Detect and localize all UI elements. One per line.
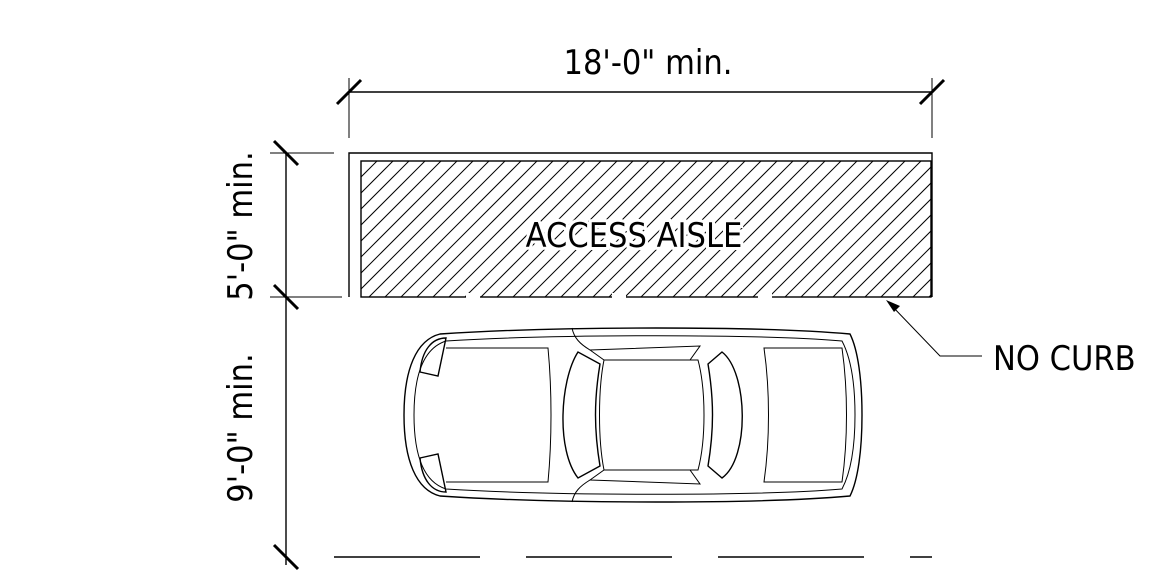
mirror-bottom: [571, 479, 591, 503]
hatch-line: [592, 161, 730, 297]
hatch-line: [361, 161, 394, 194]
headlight-top: [419, 337, 447, 377]
hatch-line: [416, 161, 554, 297]
hatch-line: [361, 161, 410, 210]
aisle-outline: [348, 152, 933, 297]
aisle-hatch-border: [360, 160, 932, 298]
hatch-line: [361, 161, 474, 274]
hatch-line: [704, 161, 842, 297]
side-window-top: [588, 345, 701, 361]
side-window-bottom: [588, 469, 701, 485]
hatch-line: [720, 161, 858, 297]
hatch-line: [361, 161, 458, 258]
hatch-line: [560, 161, 698, 297]
hatch-line: [896, 262, 931, 297]
hatch-line: [624, 161, 762, 297]
car-roof: [599, 359, 705, 471]
hatch-line: [800, 166, 931, 297]
hatch-line: [544, 161, 682, 297]
aisle-width-label: 5'-0" min.: [221, 151, 261, 301]
hatch-line: [880, 246, 931, 297]
aisle-tick-middle: [272, 283, 300, 311]
hatch-line: [640, 161, 778, 297]
hatch-line: [928, 294, 931, 297]
hatch-line: [361, 161, 378, 178]
no-curb-arrowhead: [886, 300, 900, 312]
hatch-line: [816, 182, 931, 297]
hatch-line: [512, 161, 650, 297]
hatch-line: [496, 161, 634, 297]
hatch-line: [688, 161, 826, 297]
hatch-line: [832, 198, 931, 297]
hatch-line: [656, 161, 794, 297]
car-trunk: [763, 347, 847, 483]
width-dimensions: 5'-0" min. 9'-0" min.: [221, 139, 342, 571]
hatch-lines: [361, 161, 931, 297]
space-tick-bottom: [272, 543, 300, 571]
headlight-bottom: [419, 453, 447, 493]
length-dimension: 18'-0" min.: [335, 43, 946, 138]
hatch-line: [848, 214, 931, 297]
hatch-line: [432, 161, 570, 297]
hatch-line: [480, 161, 618, 297]
length-label: 18'-0" min.: [564, 43, 733, 83]
hatch-line: [361, 161, 442, 242]
hatch-line: [576, 161, 714, 297]
car-rear-window: [707, 351, 743, 479]
hatch-line: [384, 161, 522, 297]
hatch-line: [768, 161, 906, 297]
car-windshield: [562, 351, 601, 479]
aisle-hatching: [361, 161, 931, 297]
hatch-line: [361, 161, 490, 290]
hatch-line: [400, 161, 538, 297]
length-tick-right: [918, 78, 946, 106]
hatch-line: [672, 161, 810, 297]
car-body: [403, 327, 863, 503]
length-tick-left: [335, 78, 363, 106]
hatch-line: [608, 161, 746, 297]
car-body-inner: [413, 335, 856, 495]
aisle-label-backdrop: ACCESS AISLE: [526, 216, 743, 256]
hatch-line: [464, 161, 602, 297]
aisle-tick-top: [272, 139, 300, 167]
no-curb-label: NO CURB: [993, 339, 1136, 379]
car-hood: [446, 347, 552, 483]
hatch-line: [864, 230, 931, 297]
hatch-line: [736, 161, 874, 297]
hatch-line: [752, 161, 890, 297]
aisle-bottom-gaps: [466, 293, 772, 301]
no-curb-leader: [891, 305, 982, 357]
hatch-line: [448, 161, 586, 297]
no-curb-callout: NO CURB: [886, 300, 1136, 379]
aisle-label: ACCESS AISLE: [526, 216, 743, 256]
access-aisle: ACCESS AISLE ACCESS AISLE: [348, 152, 933, 301]
space-width-label: 9'-0" min.: [221, 353, 261, 503]
car-icon: [403, 327, 863, 503]
hatch-line: [361, 161, 426, 226]
hatch-line: [784, 161, 922, 297]
hatch-line: [368, 161, 506, 297]
mirror-top: [571, 327, 591, 351]
hatch-line: [912, 278, 931, 297]
hatch-line: [528, 161, 666, 297]
